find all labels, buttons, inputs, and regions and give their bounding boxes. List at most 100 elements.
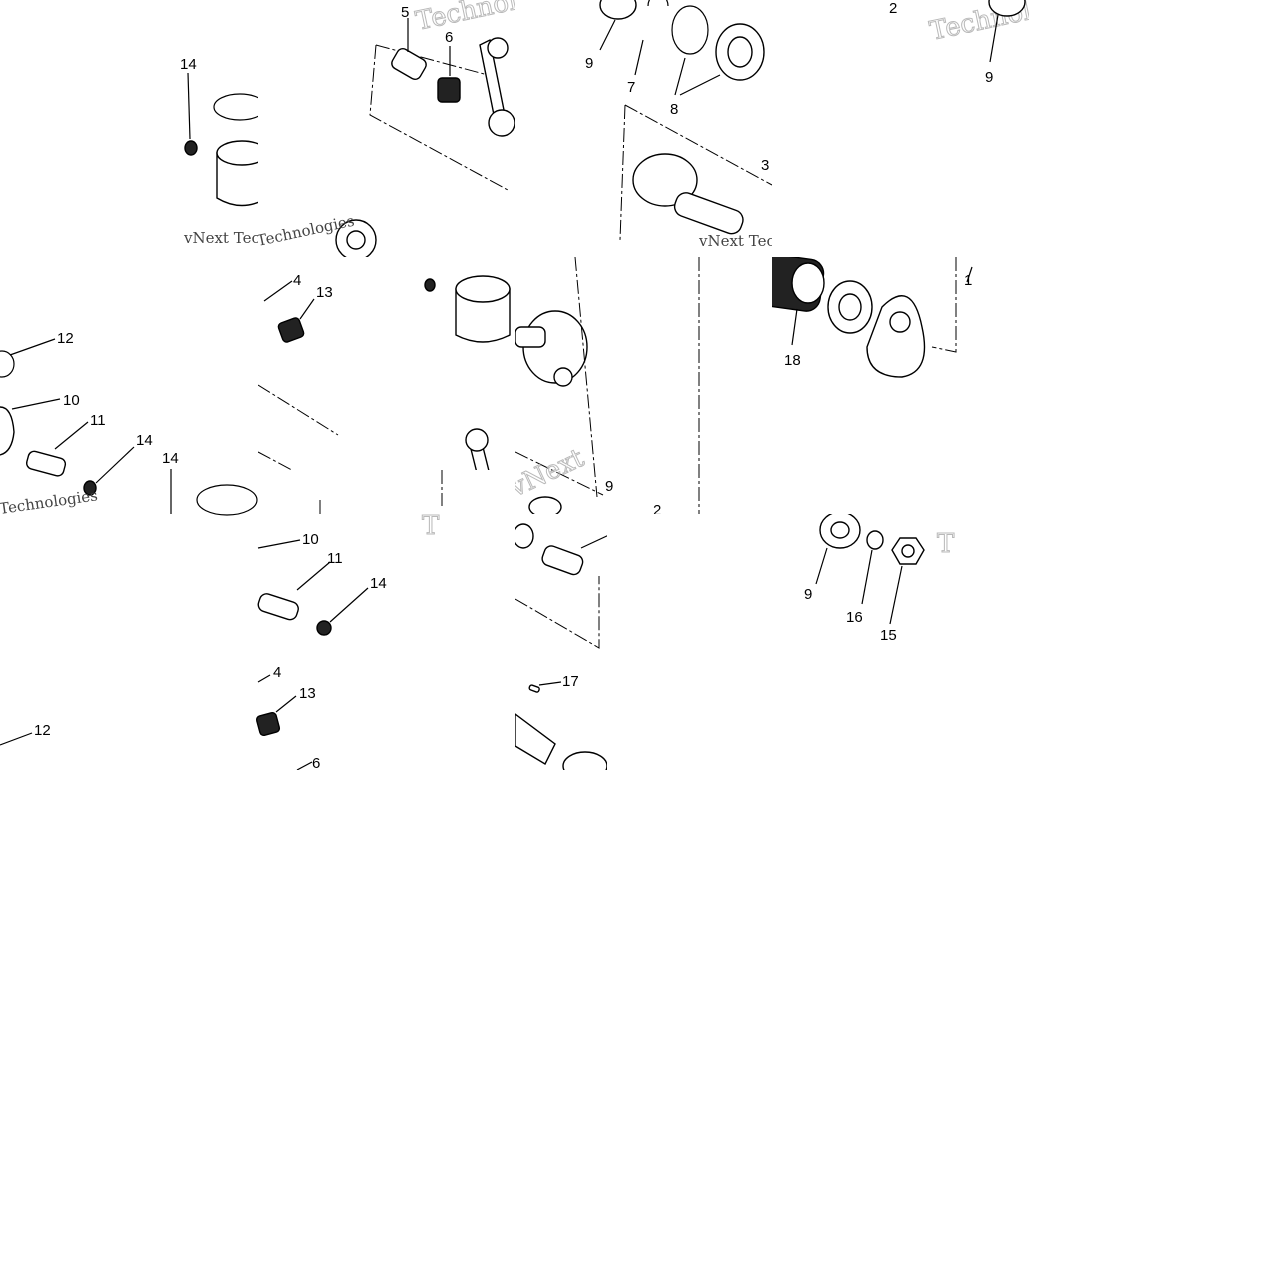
frame-line xyxy=(515,451,604,496)
frame-line xyxy=(369,44,509,191)
callout-17: 17 xyxy=(562,673,579,690)
leader-line xyxy=(815,547,828,585)
piston-crown xyxy=(455,275,511,303)
watermark-t-fragment: T xyxy=(937,529,955,559)
callout-14-secondary: 14 xyxy=(162,450,179,467)
callout-4: 4 xyxy=(273,664,281,681)
callout-7: 7 xyxy=(627,79,635,96)
callout-3: 3 xyxy=(761,157,769,174)
callout-13: 13 xyxy=(299,685,316,702)
nut-15-bore xyxy=(901,544,915,558)
leader-line xyxy=(674,57,686,96)
callout-12: 12 xyxy=(57,330,74,347)
leader-line xyxy=(296,561,331,591)
tile-center-middle-drawing: 4 13 xyxy=(258,272,511,514)
leader-line xyxy=(889,565,903,625)
washer-16 xyxy=(866,530,884,550)
crank-half-shaft xyxy=(673,192,744,235)
rod-small-end xyxy=(487,37,509,59)
frame-line xyxy=(624,104,772,186)
frame-line xyxy=(258,384,339,436)
callout-4: 4 xyxy=(293,272,301,289)
piston-pin-11 xyxy=(257,593,299,621)
callout-9: 9 xyxy=(985,69,993,86)
tile-lower-right-drawing: 9 16 15 T xyxy=(804,514,956,644)
callout-14: 14 xyxy=(180,56,197,73)
leader-line xyxy=(0,732,33,746)
rod-small-end xyxy=(465,428,489,452)
bearing-9 xyxy=(599,0,637,20)
piston-ring xyxy=(196,484,258,516)
leader-line xyxy=(257,539,301,549)
tile-lower-left: 12 xyxy=(0,700,86,770)
callout-13: 13 xyxy=(316,284,333,301)
callout-11: 11 xyxy=(90,412,106,429)
leader-line xyxy=(861,549,873,605)
woodruff-key-17 xyxy=(528,684,540,693)
leader-line xyxy=(580,535,607,549)
piston-crown xyxy=(216,140,258,166)
seal-18-bore xyxy=(791,262,825,304)
callout-8: 8 xyxy=(670,101,678,118)
crank-web-hole xyxy=(553,367,573,387)
tile-left-top: 14 vNext Technologies xyxy=(172,43,258,257)
leader-line xyxy=(275,695,297,713)
callout-1: 1 xyxy=(964,272,972,289)
tile-lower-right: 9 16 15 T xyxy=(772,514,982,654)
tile-top-right: Technologies 2 9 xyxy=(772,0,1029,257)
leader-line xyxy=(634,39,644,76)
callout-6: 6 xyxy=(445,29,453,46)
frame-line xyxy=(619,104,626,241)
tile-right-middle: 18 1 xyxy=(772,257,982,514)
piston-pin-5 xyxy=(541,545,584,576)
needle-bearing-6 xyxy=(437,77,461,103)
callout-6: 6 xyxy=(312,755,320,770)
leader-line xyxy=(11,398,61,410)
tile-right-middle-drawing: 18 1 xyxy=(772,257,973,378)
leader-line xyxy=(538,681,562,686)
tile-top-right-center-drawing: 9 7 8 3 vNext Technologies xyxy=(585,0,772,250)
tile-top-center: Technologies 5 6 Technologies xyxy=(258,0,515,257)
watermark-technologies-fragment: Technologies xyxy=(0,486,99,514)
ball-bearing xyxy=(562,751,607,770)
callout-15: 15 xyxy=(880,627,897,644)
ball-bearing-bore xyxy=(838,293,862,321)
tile-lower-center-drawing: 10 11 14 4 13 6 T xyxy=(196,470,443,770)
leader-line xyxy=(599,19,616,51)
piston-ring-12 xyxy=(0,350,15,378)
callout-9: 9 xyxy=(804,586,812,603)
callout-14: 14 xyxy=(370,575,387,592)
leader-line xyxy=(9,338,56,356)
needle-bearing-13 xyxy=(255,711,281,737)
leader-line xyxy=(263,280,293,302)
watermark-t-fragment: T xyxy=(422,511,440,541)
frame-line xyxy=(931,257,957,353)
watermark-vnext: vNext xyxy=(515,443,589,504)
crank-pin xyxy=(515,326,546,348)
crank-half-hole xyxy=(889,311,911,333)
frame-line xyxy=(574,257,598,498)
circlip-7 xyxy=(647,0,669,7)
tile-left-top-drawing: 14 vNext Technologies xyxy=(180,56,258,247)
callout-9: 9 xyxy=(585,55,593,72)
callout-16: 16 xyxy=(846,609,863,626)
ball-bearing-8-bore xyxy=(727,36,753,68)
ring-8 xyxy=(671,5,709,55)
tile-center-right-middle: 9 2 vNext xyxy=(515,257,772,514)
circlip-14 xyxy=(83,480,97,496)
circlip-14 xyxy=(184,140,198,156)
tile-lower-right-center-drawing: 5 17 xyxy=(515,523,607,770)
tile-lower-right-center: 5 17 xyxy=(515,514,607,770)
leader-line xyxy=(187,72,191,140)
tile-top-right-center: 9 7 8 3 vNext Technologies xyxy=(515,0,772,257)
tile-top-center-drawing: Technologies 5 6 Technologies xyxy=(258,0,515,257)
circlip xyxy=(424,278,436,292)
piston xyxy=(455,288,511,343)
leader-line xyxy=(296,761,313,770)
piston-ring xyxy=(213,93,258,121)
callout-12: 12 xyxy=(34,722,51,739)
bearing xyxy=(528,496,562,514)
bearing xyxy=(515,523,534,549)
callout-11: 11 xyxy=(327,550,343,567)
